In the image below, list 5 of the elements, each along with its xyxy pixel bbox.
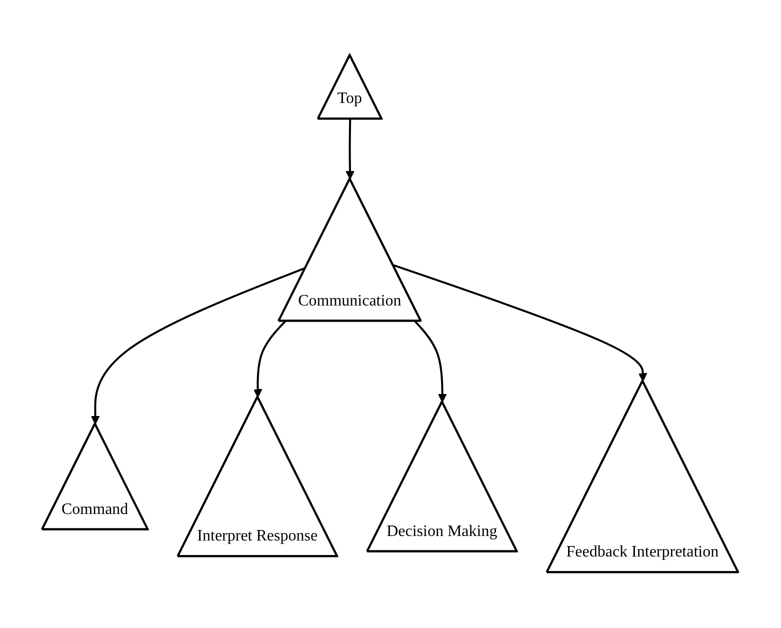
arrow — [393, 264, 648, 382]
arrow — [346, 120, 355, 180]
arrow — [91, 267, 307, 425]
arrow — [254, 321, 286, 398]
arrow — [414, 321, 448, 403]
